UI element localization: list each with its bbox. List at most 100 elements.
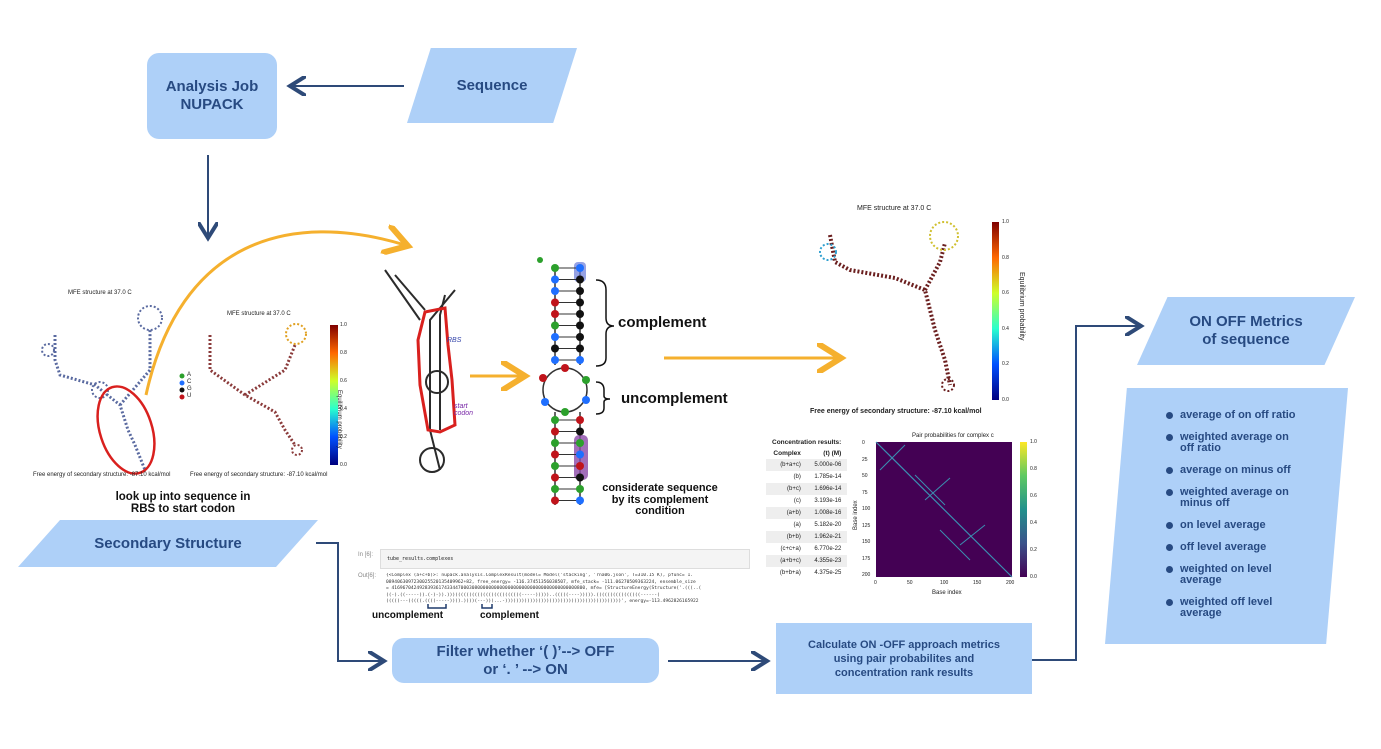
nucleotide-dot <box>576 439 584 447</box>
table-row: (b+a+c)5.000e-06 <box>766 459 848 471</box>
rbs-label: RBS <box>447 337 462 344</box>
bullet-icon <box>1166 489 1173 496</box>
table-row: (c+c+a)6.770e-22 <box>766 543 847 555</box>
nucleotide-dot <box>576 473 584 482</box>
colorbar-tick: 0.2 <box>340 434 347 440</box>
colorbar-tick: 0.8 <box>340 350 347 356</box>
nucleotide-dot <box>576 462 584 470</box>
concentration-table: Concentration results: Complex(t) (M)(b+… <box>766 437 848 579</box>
metrics-list: average of on off ratio weighted average … <box>1166 410 1341 630</box>
table-cell: 4.355e-23 <box>806 555 848 567</box>
table-cell: (a+b) <box>766 507 807 519</box>
heatmap-ytick: 100 <box>862 506 871 512</box>
pair-probability-heatmap <box>875 441 1027 578</box>
nucleotide-dot <box>576 287 584 295</box>
nucleotide-dot <box>551 333 559 341</box>
metric-label: off level average <box>1180 541 1267 553</box>
table-cell: (b+b+a) <box>779 570 801 576</box>
bullet-icon <box>1166 412 1173 419</box>
metric-label: average of on off ratio <box>1180 409 1296 421</box>
mfe-plot-large <box>819 221 999 400</box>
bullet-icon <box>1166 434 1173 441</box>
colorbar-tick: 0.4 <box>1002 325 1009 332</box>
heatmap-colorbar-tick: 0.0 <box>1030 574 1037 580</box>
nucleotide-dot <box>551 344 559 353</box>
nucleotide-dot <box>551 496 559 505</box>
table-cell: (c+c+a) <box>780 546 801 552</box>
nucleotide-dot <box>576 450 584 459</box>
secondary-structure-node: Secondary Structure <box>18 520 318 567</box>
bullet-icon <box>1166 522 1173 529</box>
colorbar-tick: 1.0 <box>1002 219 1009 225</box>
table-cell: (a) <box>793 522 801 528</box>
start-codon-label: start codon <box>454 403 474 417</box>
on-off-metrics-node: ON OFF Metrics of sequence <box>1137 297 1355 365</box>
nucleotide-dot <box>576 416 584 424</box>
nucleotide-dot <box>551 485 559 493</box>
heatmap-ytick: 0 <box>862 440 865 446</box>
table-cell: 5.000e-06 <box>806 459 848 471</box>
uncomplement-label: uncomplement <box>621 390 728 407</box>
metric-item: weighted average on off ratio <box>1166 432 1341 454</box>
concentration-title: Concentration results: <box>772 439 842 446</box>
heatmap-colorbar-tick: 0.4 <box>1030 520 1037 526</box>
table-cell: (b+b) <box>766 531 807 543</box>
metric-item: weighted on level average <box>1166 564 1341 586</box>
heatmap-xlabel: Base index <box>932 590 962 596</box>
table-row: (b)1.785e-14 <box>766 471 847 483</box>
code-input-box <box>380 549 750 569</box>
table-cell: (a+b+c) <box>766 555 807 567</box>
code-output: {<Complex (a+c+b)>: nupack.analysis.Comp… <box>386 573 748 606</box>
nucleotide-dot <box>576 321 584 330</box>
mfe-plot-left <box>41 305 185 475</box>
nucleotide-dot <box>551 310 559 318</box>
colorbar-tick: 0.6 <box>340 378 347 384</box>
free-energy-2: Free energy of secondary structure: -87.… <box>190 472 328 478</box>
heatmap-ytick: 25 <box>862 456 868 463</box>
table-cell: 1.008e-16 <box>806 507 848 519</box>
heatmap-ytick: 200 <box>862 572 871 578</box>
heatmap-xtick: 100 <box>940 580 949 586</box>
code-out-prompt: Out[6]: <box>358 573 377 579</box>
nucleotide-dot <box>551 427 559 436</box>
heatmap-colorbar-tick: 0.6 <box>1030 493 1037 499</box>
table-cell: 1.962e-21 <box>806 531 848 543</box>
bullet-icon <box>1166 599 1173 606</box>
nucleotide-dot <box>551 450 559 459</box>
code-input: tube_results.complexes <box>387 556 454 562</box>
nucleotide-dot <box>551 264 559 272</box>
heatmap-ytick: 150 <box>862 539 871 545</box>
mfe-title-2: MFE structure at 37.0 C <box>227 311 291 317</box>
code-uncomplement-label: uncomplement <box>372 610 444 621</box>
table-cell: 5.182e-20 <box>814 522 842 528</box>
table-row: (a) 5.182e-20 <box>766 519 847 531</box>
code-bracket-complement <box>481 604 493 609</box>
metric-item: weighted average on minus off <box>1166 487 1341 509</box>
nucleotide-dot <box>551 439 559 447</box>
bullet-icon <box>1166 544 1173 551</box>
legend-entry: U <box>187 393 192 399</box>
table-cell: 3.193e-16 <box>814 498 842 504</box>
code-line: {<Complex (a+c+b)>: nupack.analysis.Comp… <box>386 573 693 578</box>
nucleotide-dot <box>582 396 590 404</box>
colorbar-tick: 0.0 <box>340 462 347 468</box>
mfe-title-3: MFE structure at 37.0 C <box>857 205 932 212</box>
heatmap-ytick: 50 <box>862 473 868 479</box>
code-in-prompt: In [6]: <box>358 552 374 558</box>
colorbar-tick: 0.8 <box>1002 254 1009 261</box>
complement-label: complement <box>618 314 707 331</box>
metric-item: average of on off ratio <box>1166 410 1341 421</box>
nucleotide-dot <box>576 427 584 436</box>
code-line: (((((---(((((.((((-----)))).))))(---))).… <box>386 599 699 604</box>
metric-item: average on minus off <box>1166 465 1341 476</box>
heatmap-ylabel: Base index <box>853 500 859 530</box>
table-row: (b+b+a)4.375e-25 <box>766 567 847 579</box>
rbs-hairpin <box>384 269 457 473</box>
metric-label: average on minus off <box>1180 464 1291 476</box>
table-row: (a+b)1.008e-16 <box>766 507 848 519</box>
metric-label: weighted off level average <box>1180 596 1273 619</box>
colorbar-tick: 0.0 <box>1002 397 1009 403</box>
sequence-node: Sequence <box>407 48 577 123</box>
heatmap-colorbar-tick: 1.0 <box>1030 439 1037 445</box>
table-cell: (b) <box>793 474 801 480</box>
